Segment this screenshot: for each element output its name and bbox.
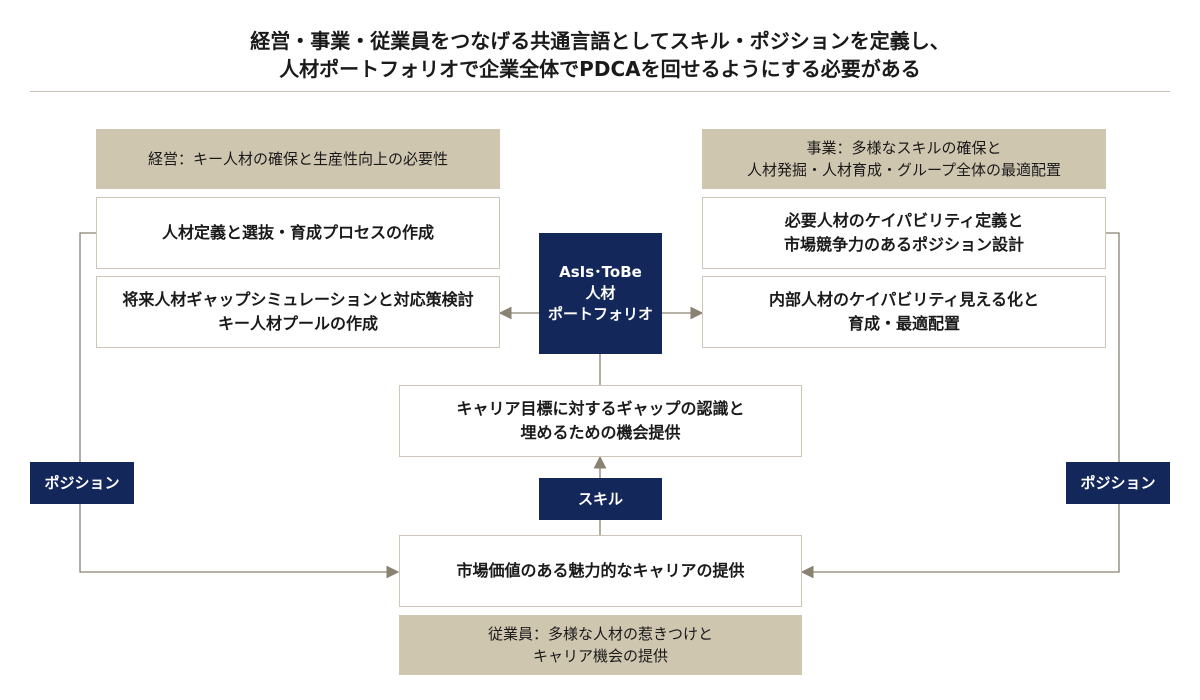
position-label-right: ポジション xyxy=(1066,462,1170,504)
skill-text: スキル xyxy=(577,490,623,508)
career-gap-line2: 埋めるための機会提供 xyxy=(520,423,681,442)
management-header-text: 経営：キー人材の確保と生産性向上の必要性 xyxy=(147,150,448,168)
career-offer-box: 市場価値のある魅力的なキャリアの提供 xyxy=(399,535,802,607)
management-item1-text: 人材定義と選抜・育成プロセスの作成 xyxy=(161,223,434,242)
business-header-line1: 事業：多様なスキルの確保と xyxy=(806,139,1002,157)
title-divider xyxy=(30,91,1170,92)
skill-label: スキル xyxy=(539,478,662,520)
employee-header: 従業員：多様な人材の惹きつけと キャリア機会の提供 xyxy=(399,615,802,675)
position-label-left: ポジション xyxy=(30,462,134,504)
career-gap-line1: キャリア目標に対するギャップの認識と xyxy=(456,399,745,418)
management-item-talent-definition: 人材定義と選抜・育成プロセスの作成 xyxy=(96,197,500,269)
business-header: 事業：多様なスキルの確保と 人材発掘・人材育成・グループ全体の最適配置 xyxy=(702,129,1106,189)
business-item2-line2: 育成・最適配置 xyxy=(847,314,960,333)
title-line-2: 人材ポートフォリオで企業全体でPDCAを回せるようにする必要がある xyxy=(279,57,921,81)
left-loop-connector xyxy=(79,232,400,579)
management-item-gap-simulation: 将来人材ギャップシミュレーションと対応策検討 キー人材プールの作成 xyxy=(96,276,500,348)
business-item-capability-definition: 必要人材のケイパビリティ定義と 市場競争力のあるポジション設計 xyxy=(702,197,1106,269)
talent-portfolio-box: AsIs･ToBe 人材 ポートフォリオ xyxy=(539,233,662,354)
career-gap-box: キャリア目標に対するギャップの認識と 埋めるための機会提供 xyxy=(399,385,802,457)
career-offer-text: 市場価値のある魅力的なキャリアの提供 xyxy=(456,561,745,580)
management-header: 経営：キー人材の確保と生産性向上の必要性 xyxy=(96,129,500,189)
page-title: 経営・事業・従業員をつなげる共通言語としてスキル・ポジションを定義し、 人材ポー… xyxy=(0,27,1200,83)
business-item-capability-visualization: 内部人材のケイパビリティ見える化と 育成・最適配置 xyxy=(702,276,1106,348)
right-loop-connector xyxy=(800,232,1120,579)
portfolio-line2: 人材 xyxy=(585,284,616,302)
employee-line1: 従業員：多様な人材の惹きつけと xyxy=(487,625,713,643)
management-item2-line2: キー人材プールの作成 xyxy=(217,314,378,333)
business-item2-line1: 内部人材のケイパビリティ見える化と xyxy=(769,290,1039,309)
position-left-text: ポジション xyxy=(44,474,120,492)
portfolio-line1: AsIs･ToBe xyxy=(559,263,642,281)
management-item2-line1: 将来人材ギャップシミュレーションと対応策検討 xyxy=(122,290,474,309)
employee-line2: キャリア機会の提供 xyxy=(532,647,668,665)
portfolio-line3: ポートフォリオ xyxy=(547,305,653,323)
business-item1-line2: 市場競争力のあるポジション設計 xyxy=(783,235,1024,254)
business-item1-line1: 必要人材のケイパビリティ定義と xyxy=(784,211,1024,230)
position-right-text: ポジション xyxy=(1080,474,1156,492)
business-header-line2: 人材発掘・人材育成・グループ全体の最適配置 xyxy=(746,161,1062,179)
title-line-1: 経営・事業・従業員をつなげる共通言語としてスキル・ポジションを定義し、 xyxy=(250,29,950,53)
